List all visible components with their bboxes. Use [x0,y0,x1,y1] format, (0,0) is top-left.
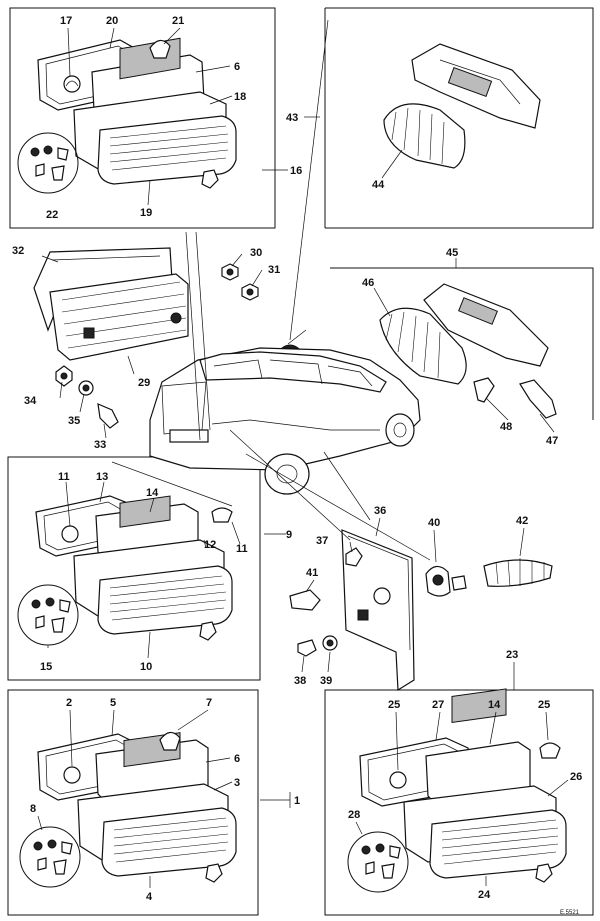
callout-43: 43 [286,112,298,124]
callout-35: 35 [68,415,80,427]
callout-5: 5 [110,697,116,709]
callout-12: 12 [204,539,216,551]
callout-45: 45 [446,247,458,259]
callout-30: 30 [250,247,262,259]
callout-46: 46 [362,277,374,289]
callout-28: 28 [348,809,360,821]
callout-11-left: 11 [58,471,70,483]
callout-8: 8 [30,803,36,815]
callout-16: 16 [290,165,302,177]
callout-23: 23 [506,649,518,661]
callout-29: 29 [138,377,150,389]
callout-labels: 17 20 21 6 18 16 22 19 43 44 32 30 31 29… [12,15,582,916]
group-frame-43 [324,7,594,229]
callout-33: 33 [94,439,106,451]
callout-20: 20 [106,15,118,27]
callout-18: 18 [234,91,246,103]
callout-31: 31 [268,264,280,276]
callout-25-left: 25 [388,699,400,711]
callout-6-top: 6 [234,61,240,73]
leader-lines [37,19,569,888]
callout-37: 37 [316,535,328,547]
lamp-group-45 [379,283,557,419]
callout-22: 22 [46,209,58,221]
fasteners-30-35 [55,263,259,429]
callout-11-right: 11 [236,543,248,555]
callout-14-mid: 14 [146,487,159,499]
callout-19: 19 [140,207,152,219]
callout-39: 39 [320,675,332,687]
callout-6-bottom: 6 [234,753,240,765]
callout-48: 48 [500,421,512,433]
callout-3: 3 [234,777,240,789]
roof-lamp-group-43 [383,43,541,169]
callout-17: 17 [60,15,72,27]
lamp-assembly-9 [17,495,233,646]
callout-14-bottom: 14 [488,699,501,711]
callout-34: 34 [24,395,37,407]
bracket-group-36 [289,529,553,692]
callout-7: 7 [206,697,212,709]
callout-25-right: 25 [538,699,550,711]
callout-2: 2 [66,697,72,709]
lamp-assembly-1 [19,731,237,888]
callout-47: 47 [546,435,558,447]
callout-24: 24 [478,889,491,901]
reference-code: E.5521 [560,910,580,916]
group-frame-1 [7,689,259,916]
callout-4: 4 [146,891,153,903]
lamp-plate-29 [33,247,189,361]
group-frame-16 [9,7,276,229]
callout-44: 44 [372,179,385,191]
callout-1: 1 [294,795,300,807]
callout-27: 27 [432,699,444,711]
callout-21: 21 [172,15,184,27]
callout-38: 38 [294,675,306,687]
lamp-assembly-23 [347,688,567,893]
callout-13: 13 [96,471,108,483]
callout-40: 40 [428,517,440,529]
callout-9: 9 [286,529,292,541]
car-outline [149,344,421,495]
callout-41: 41 [306,567,318,579]
callout-15: 15 [40,661,52,673]
callout-26: 26 [570,771,582,783]
rear-lamp-assembly-16 [17,37,237,194]
callout-10: 10 [140,661,152,673]
callout-36: 36 [374,505,386,517]
group-frame-45 [330,267,594,420]
callout-42: 42 [516,515,528,527]
callout-32: 32 [12,245,24,257]
